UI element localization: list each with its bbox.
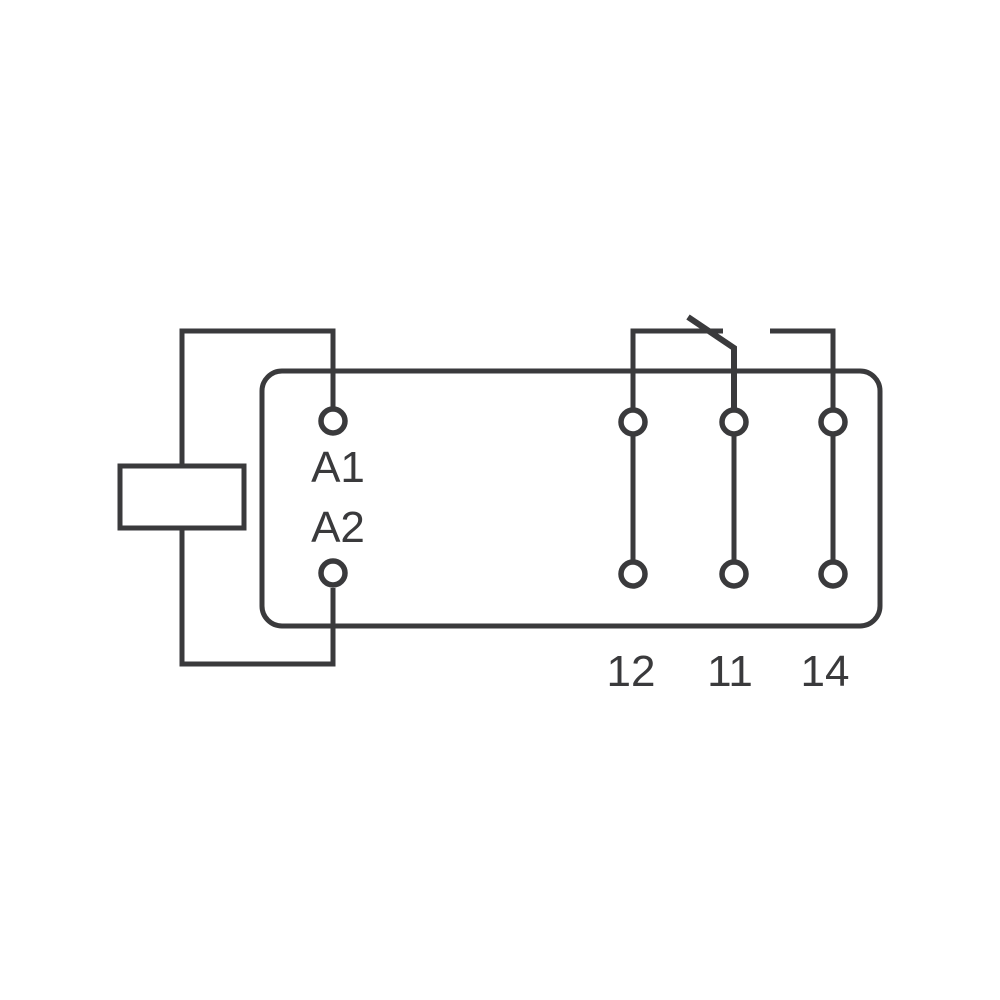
terminal-12-circle-bottom (618, 559, 648, 589)
coil-wire-bottom (179, 528, 336, 667)
contact-12-fixed-wire (630, 328, 723, 409)
terminal-14-circle-bottom (818, 559, 848, 589)
terminal-label-11: 11 (707, 647, 753, 696)
terminal-14-circle-top (818, 407, 848, 437)
terminal-11-circle-top (719, 407, 749, 437)
terminal-label-12: 12 (607, 647, 656, 696)
changeover-contact-blade (686, 314, 737, 409)
coil-symbol (117, 463, 247, 531)
terminal-a2-circle (318, 558, 348, 588)
terminal-label-a1: A1 (311, 443, 365, 492)
relay-body-outline (259, 368, 883, 629)
contact-14-fixed-wire (770, 328, 836, 409)
coil-wire-top (179, 328, 336, 466)
terminal-label-a2: A2 (311, 503, 365, 552)
terminal-label-14: 14 (801, 647, 850, 696)
terminal-11-circle-bottom (719, 559, 749, 589)
terminal-a1-circle (318, 406, 348, 436)
terminal-12-circle-top (618, 407, 648, 437)
